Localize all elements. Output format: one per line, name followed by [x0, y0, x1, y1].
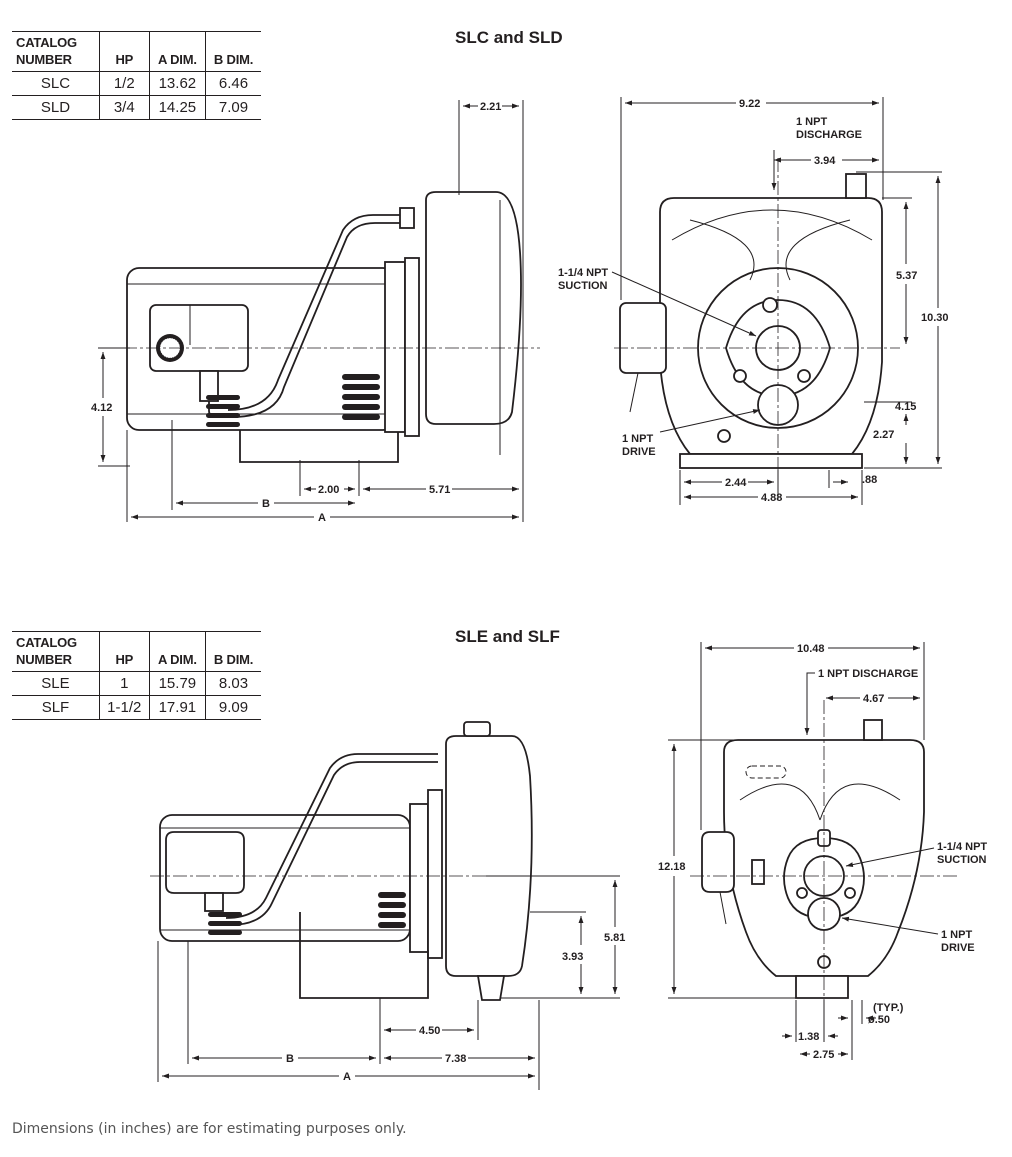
table-row: SLC 1/2 13.62 6.46: [12, 71, 261, 96]
header-b-dim: B DIM.: [205, 631, 261, 672]
dim-5-81: 5.81: [604, 932, 625, 944]
spec-table-slc-sld: CATALOG NUMBER HP A DIM. B DIM. SLC 1/2 …: [12, 31, 261, 120]
header-b-dim: B DIM.: [205, 31, 261, 72]
table-header-row: CATALOG NUMBER HP A DIM. B DIM.: [12, 631, 261, 672]
cell-catalog: SLD: [12, 95, 100, 120]
dim-a-2: A: [343, 1071, 351, 1083]
dim-2-44: 2.44: [725, 477, 747, 489]
cell-a-dim: 14.25: [148, 95, 206, 120]
dim-12-18: 12.18: [658, 861, 686, 873]
cell-hp: 1: [98, 671, 150, 696]
dim-4-15: 4.15: [895, 401, 916, 413]
cell-hp: 3/4: [98, 95, 150, 120]
table-row: SLE 1 15.79 8.03: [12, 671, 261, 696]
front-view-1-dimensions: 9.22 1 NPT DISCHARGE 3.94 5.37 10.30 4.1…: [558, 97, 949, 505]
cell-catalog: SLE: [12, 671, 100, 696]
cell-b-dim: 6.46: [205, 71, 261, 96]
footnote: Dimensions (in inches) are for estimatin…: [12, 1121, 407, 1137]
dim-typ: (TYP.): [873, 1002, 904, 1014]
dim-4-50: 4.50: [419, 1025, 440, 1037]
cell-hp: 1-1/2: [98, 695, 150, 720]
dim-4-67: 4.67: [863, 693, 884, 705]
header-hp: HP: [98, 31, 150, 72]
header-catalog: CATALOG NUMBER: [12, 31, 100, 72]
dim-3-94: 3.94: [814, 155, 836, 167]
cell-hp: 1/2: [98, 71, 150, 96]
cell-b-dim: 9.09: [205, 695, 261, 720]
side-view-2-dimensions: 5.81 3.93 4.50 B 7.38 A: [157, 875, 625, 1090]
cell-catalog: SLC: [12, 71, 100, 96]
header-a-dim: A DIM.: [148, 631, 206, 672]
dim-10-30: 10.30: [921, 312, 949, 324]
dim-3-93: 3.93: [562, 951, 583, 963]
table-header-row: CATALOG NUMBER HP A DIM. B DIM.: [12, 31, 261, 72]
label-discharge-2: 1 NPT DISCHARGE: [818, 668, 918, 680]
dim-2-75: 2.75: [813, 1049, 834, 1061]
dim-2-27: 2.27: [873, 429, 894, 441]
dim-a: A: [318, 512, 326, 524]
cell-catalog: SLF: [12, 695, 100, 720]
cell-b-dim: 7.09: [205, 95, 261, 120]
header-catalog: CATALOG NUMBER: [12, 631, 100, 672]
side-view-1-dimensions: 2.21 4.12 2.00 5.71 B A: [91, 100, 524, 524]
header-a-dim: A DIM.: [148, 31, 206, 72]
pump-side-view-slc-sld: [100, 191, 540, 463]
dim-5-71: 5.71: [429, 484, 450, 496]
dim-4-88: 4.88: [761, 492, 782, 504]
section-title-sle-slf: SLE and SLF: [455, 627, 560, 646]
table-row: SLD 3/4 14.25 7.09: [12, 95, 261, 120]
cell-a-dim: 13.62: [148, 71, 206, 96]
header-hp: HP: [98, 631, 150, 672]
dim-2-00: 2.00: [318, 484, 339, 496]
dim-0-50: ø.50: [868, 1014, 890, 1026]
dim-2-21: 2.21: [480, 101, 501, 113]
label-discharge: 1 NPT DISCHARGE: [796, 116, 862, 141]
pump-front-view-sle-slf: [690, 700, 960, 1000]
label-discharge-text: 1 NPT: [796, 116, 827, 128]
front-view-2-dimensions: 10.48 1 NPT DISCHARGE 4.67 12.18 1-1/4 N…: [658, 642, 987, 1061]
dim-4-12: 4.12: [91, 402, 112, 414]
dim-0-88: .88: [862, 474, 877, 486]
pump-front-view-slc-sld: [614, 158, 900, 480]
cell-a-dim: 17.91: [148, 695, 206, 720]
dim-7-38: 7.38: [445, 1053, 466, 1065]
cell-a-dim: 15.79: [148, 671, 206, 696]
pump-side-view-sle-slf: [150, 721, 620, 1001]
dim-b-2: B: [286, 1053, 294, 1065]
dim-5-37: 5.37: [896, 270, 917, 282]
section-title-slc-sld: SLC and SLD: [455, 28, 563, 47]
spec-table-sle-slf: CATALOG NUMBER HP A DIM. B DIM. SLE 1 15…: [12, 631, 261, 720]
dim-9-22: 9.22: [739, 98, 760, 110]
dim-b: B: [262, 498, 270, 510]
dim-10-48: 10.48: [797, 643, 825, 655]
table-row: SLF 1-1/2 17.91 9.09: [12, 695, 261, 720]
dim-1-38: 1.38: [798, 1031, 819, 1043]
cell-b-dim: 8.03: [205, 671, 261, 696]
label-line: DISCHARGE: [796, 129, 862, 141]
